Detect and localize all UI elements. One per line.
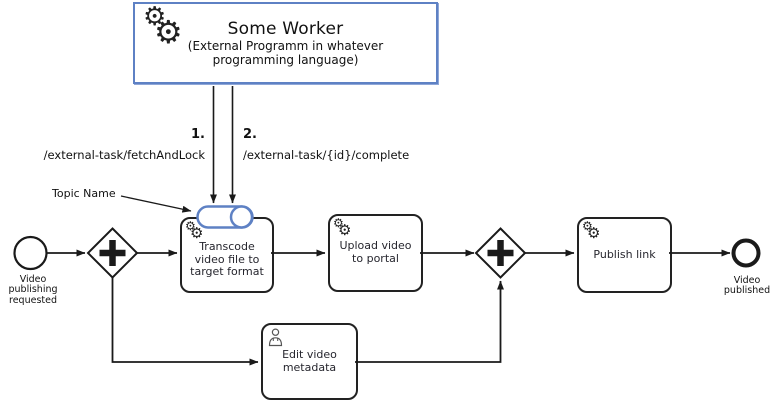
step1-endpoint: /external-task/fetchAndLock bbox=[43, 148, 205, 162]
worker-title: Some Worker bbox=[227, 19, 344, 39]
gears-icon: ⚙⚙ bbox=[582, 219, 601, 242]
topic-name-arrow bbox=[120, 195, 192, 213]
task-label: Edit video metadata bbox=[282, 347, 337, 374]
step2-endpoint: /external-task/{id}/complete bbox=[243, 148, 410, 162]
start-event-label: Video publishing requested bbox=[8, 274, 58, 306]
topic-name-label: Topic Name bbox=[52, 187, 116, 200]
task-label: Publish link bbox=[593, 247, 656, 261]
task-upload-video: ⚙⚙ Upload video to portal bbox=[328, 214, 423, 292]
step1-number: 1. bbox=[191, 127, 205, 142]
task-edit-metadata: Edit video metadata bbox=[261, 323, 358, 400]
end-event-circle bbox=[731, 238, 761, 268]
flow-edit-to-join bbox=[355, 280, 504, 363]
parallel-gateway-fork bbox=[86, 227, 139, 279]
task-publish-link: ⚙⚙ Publish link bbox=[577, 217, 672, 293]
worker-subtitle: (External Programm in whatever programmi… bbox=[187, 39, 384, 67]
task-label: Upload video to portal bbox=[339, 239, 412, 265]
user-icon bbox=[268, 328, 283, 351]
start-event-circle bbox=[13, 235, 48, 271]
task-label: Transcode video file to target format bbox=[190, 239, 264, 279]
external-worker-box: ⚙⚙ Some Worker (External Programm in wha… bbox=[133, 2, 438, 84]
end-event-label: Video published bbox=[723, 275, 771, 297]
step2-number: 2. bbox=[243, 127, 257, 142]
parallel-gateway-join bbox=[474, 227, 527, 279]
task-transcode-video: ⚙⚙ Transcode video file to target format bbox=[180, 217, 274, 293]
gears-icon: ⚙⚙ bbox=[333, 216, 352, 239]
